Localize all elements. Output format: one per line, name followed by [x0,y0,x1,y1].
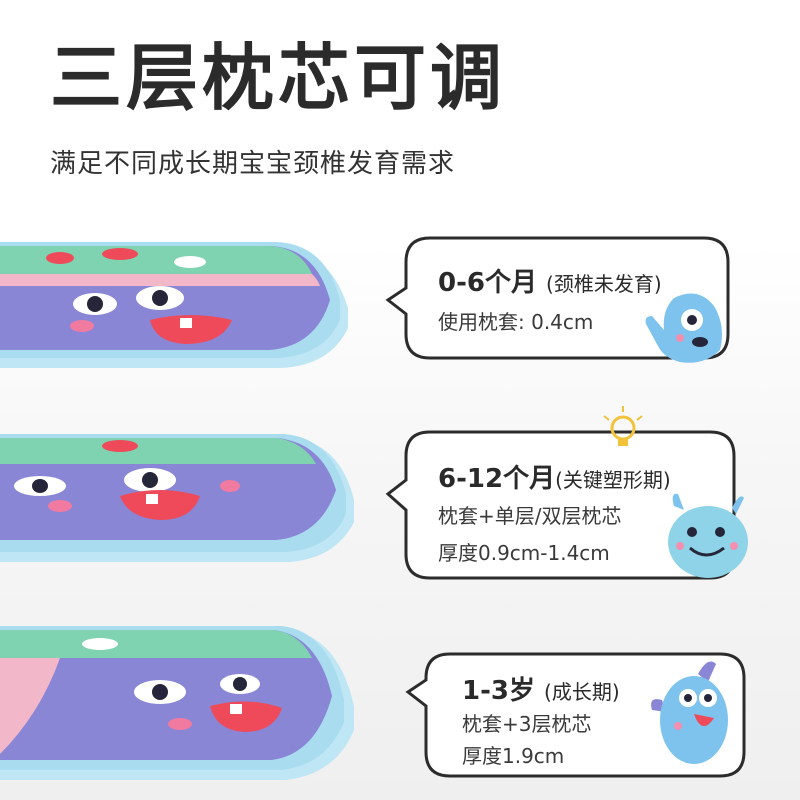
pillow-image-2 [0,434,354,562]
speech-bubble-1 [385,236,730,360]
stage-2-line-2: 厚度0.9cm-1.4cm [438,541,610,565]
stage-3-line-1: 枕套+3层枕芯 [462,712,592,736]
stage-2-note: (关键塑形期) [555,468,671,492]
monster-icon [645,293,722,363]
stage-1-heading: 0-6个月 (颈椎未发育) [438,262,662,299]
stage-3-line-2: 厚度1.9cm [462,744,565,768]
pillow-image-3 [0,626,354,780]
pillow-image-1 [0,242,348,368]
stage-2-heading: 6-12个月(关键塑形期) [438,458,671,495]
stage-2-line-1: 枕套+单层/双层枕芯 [438,504,622,528]
page-title: 三层枕芯可调 [50,36,507,120]
stage-1-age: 0-6个月 [438,268,537,298]
stage-1-note: (颈椎未发育) [546,272,662,296]
page-subtitle: 满足不同成长期宝宝颈椎发育需求 [50,149,456,179]
stage-3-note: (成长期) [544,680,620,704]
stage-3-heading: 1-3岁 (成长期) [462,670,620,707]
speech-bubble-2 [385,430,736,580]
speech-bubble-3 [405,652,746,778]
monster-icon [668,493,748,578]
monster-icon [651,661,728,764]
lightbulb-icon [603,406,643,446]
stage-3-age: 1-3岁 [462,676,535,706]
stage-2-age: 6-12个月 [438,464,556,494]
stage-1-line-1: 使用枕套: 0.4cm [438,310,594,334]
